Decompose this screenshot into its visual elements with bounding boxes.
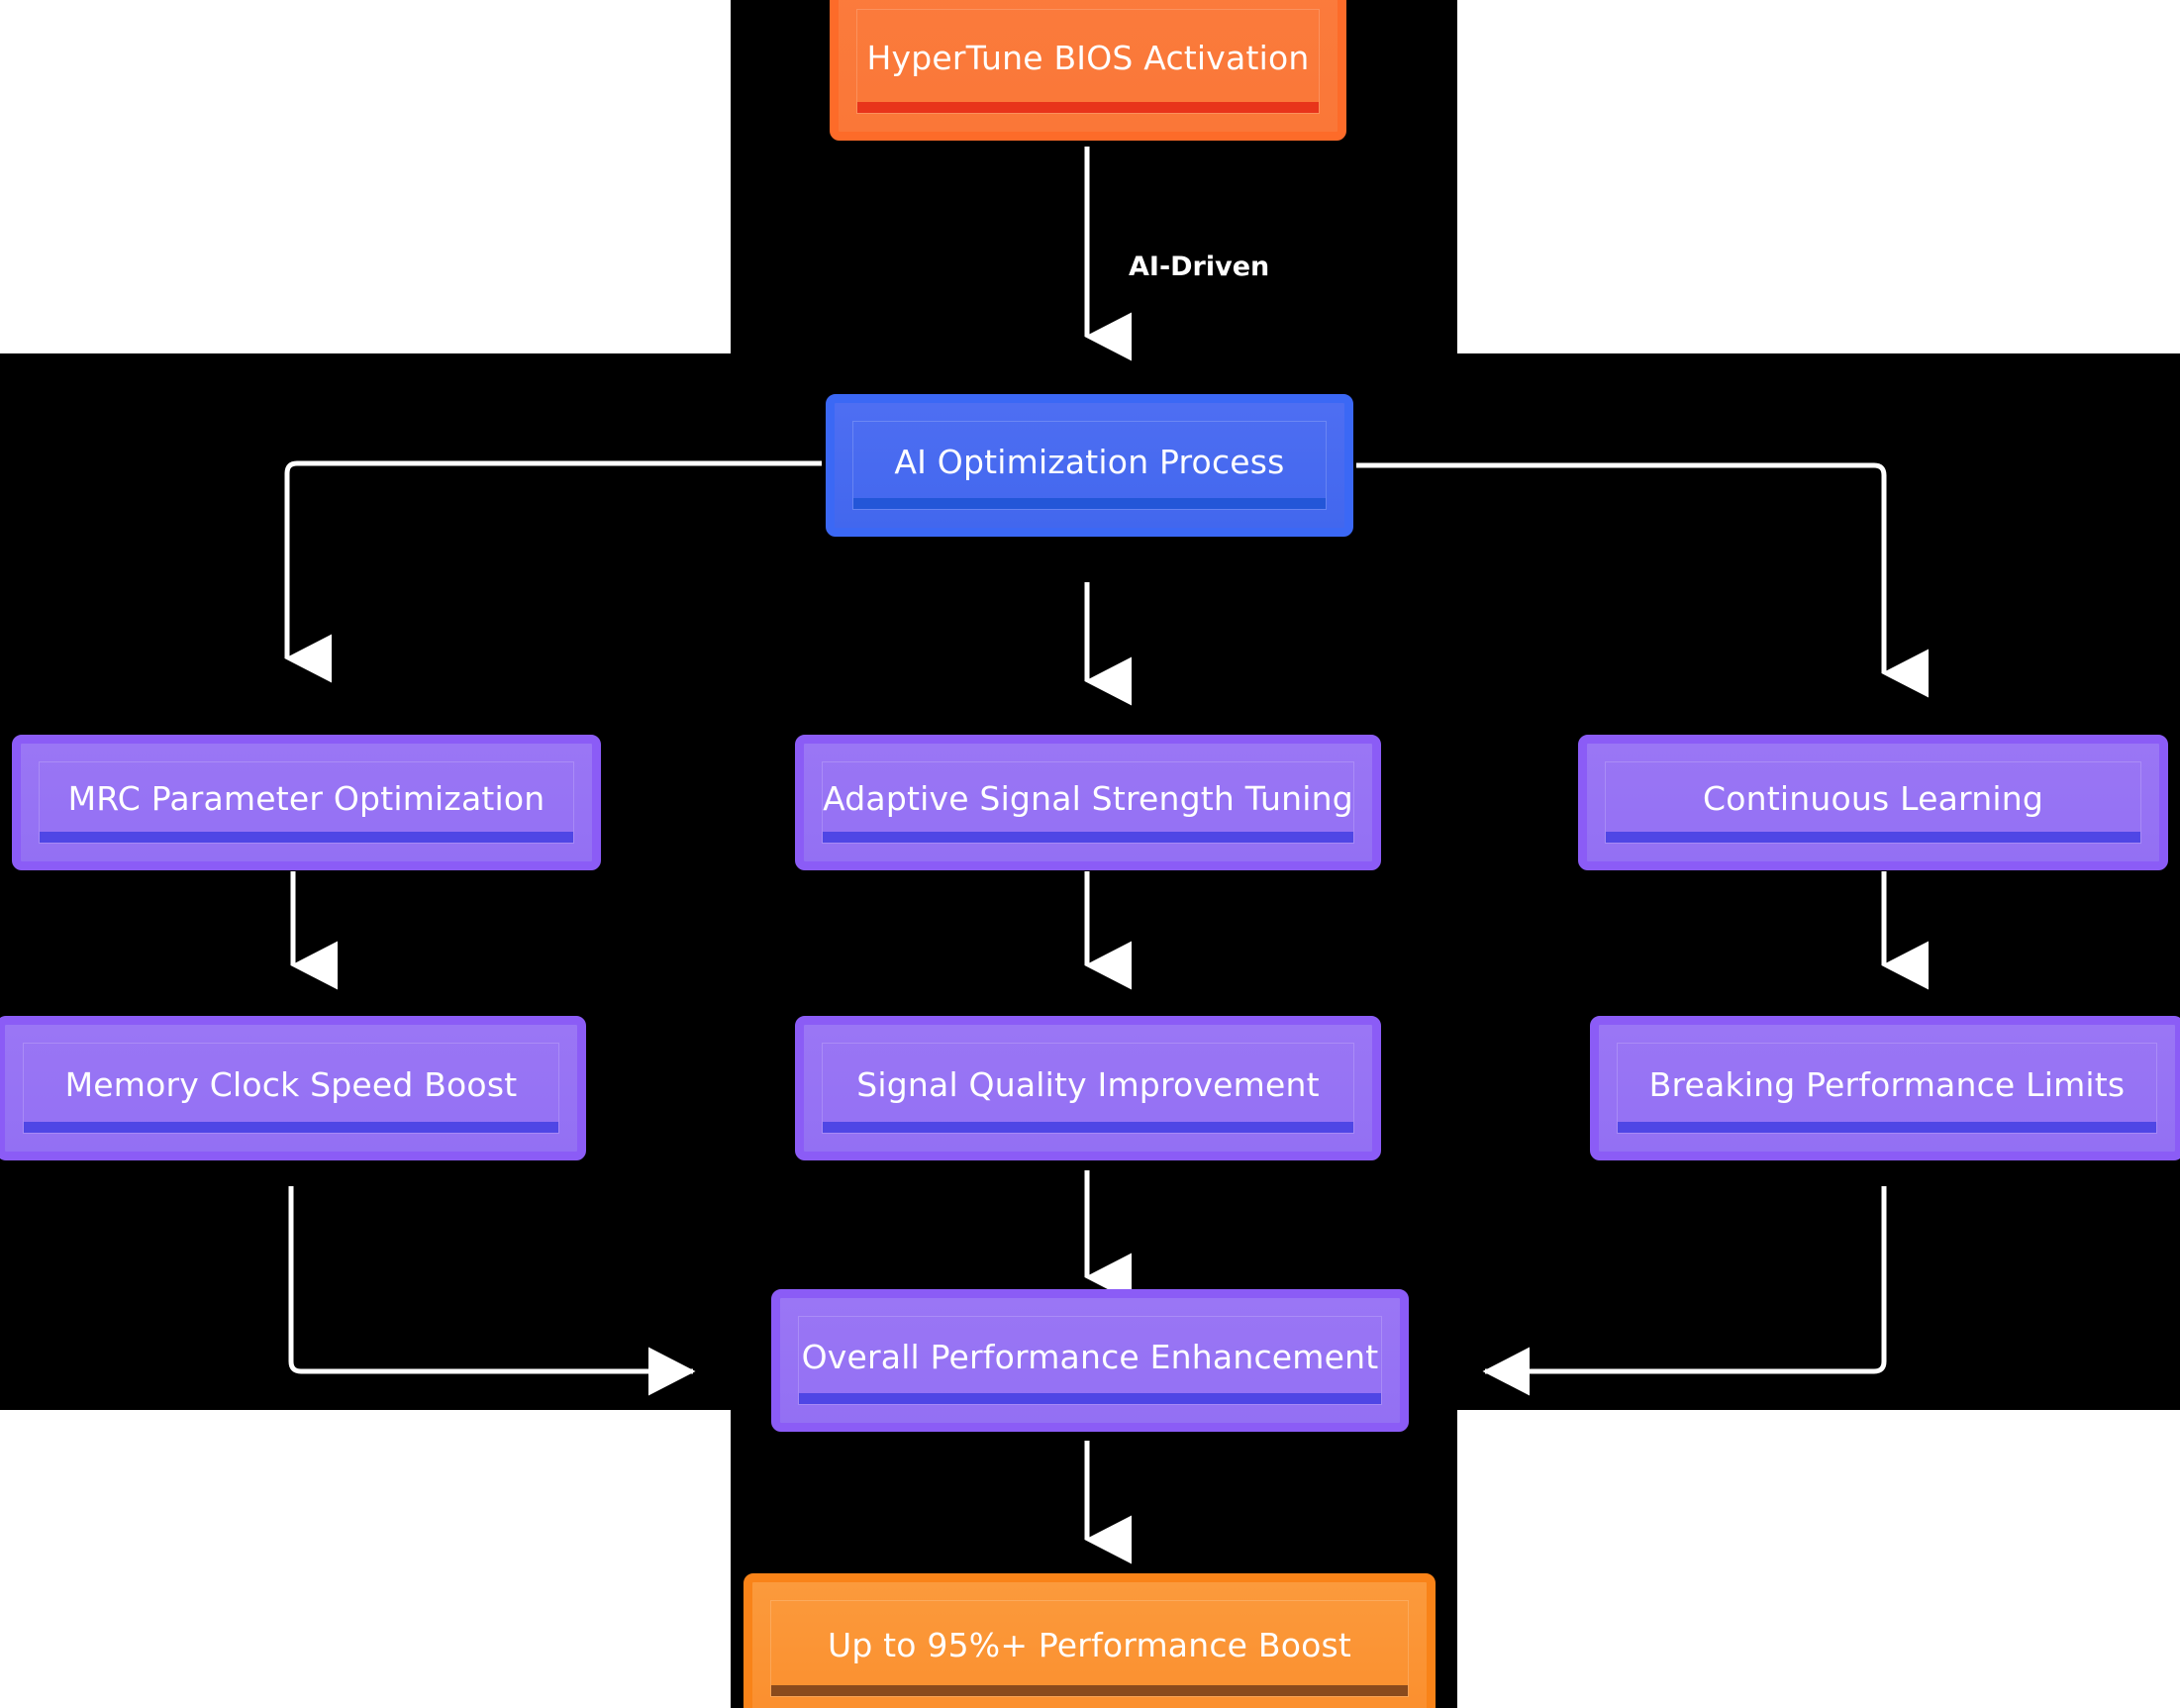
node-accent-bar [40,832,573,843]
node-memory-clock-speed-boost[interactable]: Memory Clock Speed Boost [0,1016,586,1160]
node-label: Memory Clock Speed Boost [64,1064,518,1104]
node-label: Breaking Performance Limits [1648,1064,2126,1104]
node-label: HyperTune BIOS Activation [866,38,1310,77]
node-hypertune-bios-activation[interactable]: HyperTune BIOS Activation [830,0,1346,141]
node-label: Adaptive Signal Strength Tuning [823,779,1353,818]
node-label: Overall Performance Enhancement [801,1337,1379,1376]
node-mrc-parameter-optimization[interactable]: MRC Parameter Optimization [12,735,601,870]
node-inner: Memory Clock Speed Boost [23,1043,559,1134]
node-inner: Up to 95%+ Performance Boost [770,1600,1409,1697]
node-label: Up to 95%+ Performance Boost [827,1625,1352,1664]
node-accent-bar [853,498,1326,509]
node-label: AI Optimization Process [894,442,1285,481]
node-inner: MRC Parameter Optimization [39,761,574,844]
node-overall-performance-enhancement[interactable]: Overall Performance Enhancement [771,1289,1409,1432]
node-continuous-learning[interactable]: Continuous Learning [1578,735,2168,870]
node-accent-bar [823,1122,1353,1133]
node-accent-bar [771,1685,1408,1696]
node-signal-quality-improvement[interactable]: Signal Quality Improvement [795,1016,1381,1160]
node-up-to-95-performance-boost[interactable]: Up to 95%+ Performance Boost [743,1573,1436,1708]
node-label: MRC Parameter Optimization [67,779,545,818]
node-label: Continuous Learning [1703,779,2043,818]
node-inner: Signal Quality Improvement [822,1043,1354,1134]
node-accent-bar [823,832,1353,843]
node-accent-bar [799,1393,1381,1404]
node-accent-bar [1606,832,2140,843]
node-ai-optimization-process[interactable]: AI Optimization Process [826,394,1353,537]
node-label: Signal Quality Improvement [856,1064,1320,1104]
node-inner: HyperTune BIOS Activation [856,9,1320,114]
node-inner: Overall Performance Enhancement [798,1316,1382,1405]
node-inner: AI Optimization Process [852,421,1327,510]
node-breaking-performance-limits[interactable]: Breaking Performance Limits [1590,1016,2180,1160]
node-inner: Continuous Learning [1605,761,2141,844]
node-accent-bar [24,1122,558,1133]
node-accent-bar [857,102,1319,113]
edge-label-ai-driven: AI-Driven [1129,251,1270,282]
node-inner: Adaptive Signal Strength Tuning [822,761,1354,844]
node-inner: Breaking Performance Limits [1617,1043,2157,1134]
node-adaptive-signal-strength-tuning[interactable]: Adaptive Signal Strength Tuning [795,735,1381,870]
node-accent-bar [1618,1122,2156,1133]
